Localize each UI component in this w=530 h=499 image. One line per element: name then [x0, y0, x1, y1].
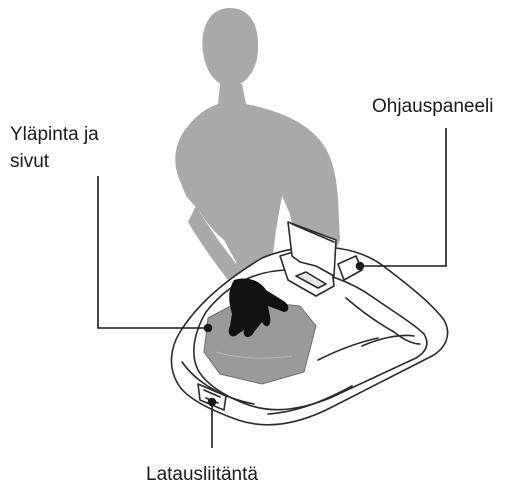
label-charging-port: Latausliitäntä	[146, 464, 258, 485]
label-control-panel: Ohjauspaneeli	[372, 96, 493, 117]
label-top-and-sides-line1: Yläpinta ja	[10, 124, 99, 145]
leader-line-control-panel	[362, 128, 446, 266]
label-top-and-sides-line2: sivut	[10, 151, 50, 172]
